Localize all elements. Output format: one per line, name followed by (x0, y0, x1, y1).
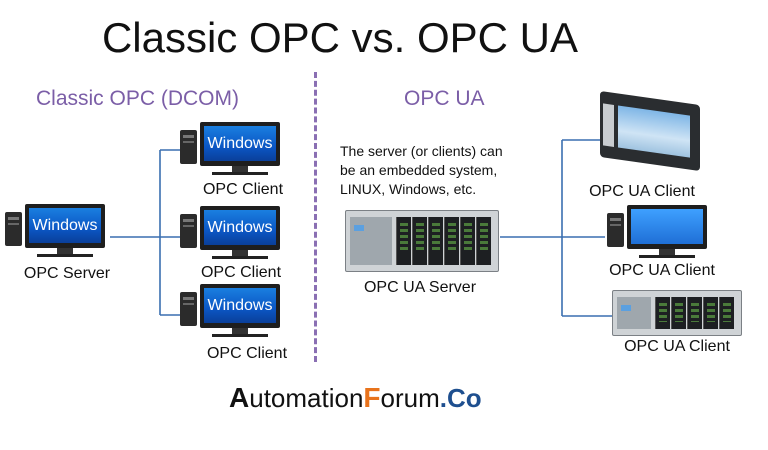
page-title: Classic OPC vs. OPC UA (101, 14, 579, 61)
opc-ua-client-label: OPC UA Client (589, 183, 695, 200)
opc-client-label: OPC Client (200, 264, 282, 281)
section-divider (314, 72, 317, 362)
opc-ua-heading: OPC UA (404, 87, 485, 110)
opc-server-label: OPC Server (23, 265, 111, 282)
opc-server-pc-icon: Windows (5, 204, 115, 260)
controller-client-icon (612, 290, 742, 336)
opc-client-label: OPC Client (202, 181, 284, 198)
opc-ua-client-label: OPC UA Client (609, 262, 715, 279)
opc-ua-description: The server (or clients) can be an embedd… (340, 143, 503, 197)
windows-screen: Windows (29, 208, 101, 243)
opc-ua-client-label: OPC UA Client (624, 338, 730, 355)
automationforum-logo: AutomationForum.Co (229, 382, 482, 413)
touch-panel-icon (600, 90, 700, 172)
opc-client-pc-icon: Windows (180, 122, 290, 178)
classic-opc-heading: Classic OPC (DCOM) (36, 87, 239, 110)
opc-client-pc-icon: Windows (180, 284, 290, 340)
opc-client-label: OPC Client (206, 345, 288, 362)
opc-client-pc-icon: Windows (180, 206, 290, 262)
opc-ua-server-label: OPC UA Server (363, 279, 477, 296)
opc-ua-client-pc-icon (607, 205, 717, 261)
opc-ua-server-controller-icon (345, 210, 499, 272)
